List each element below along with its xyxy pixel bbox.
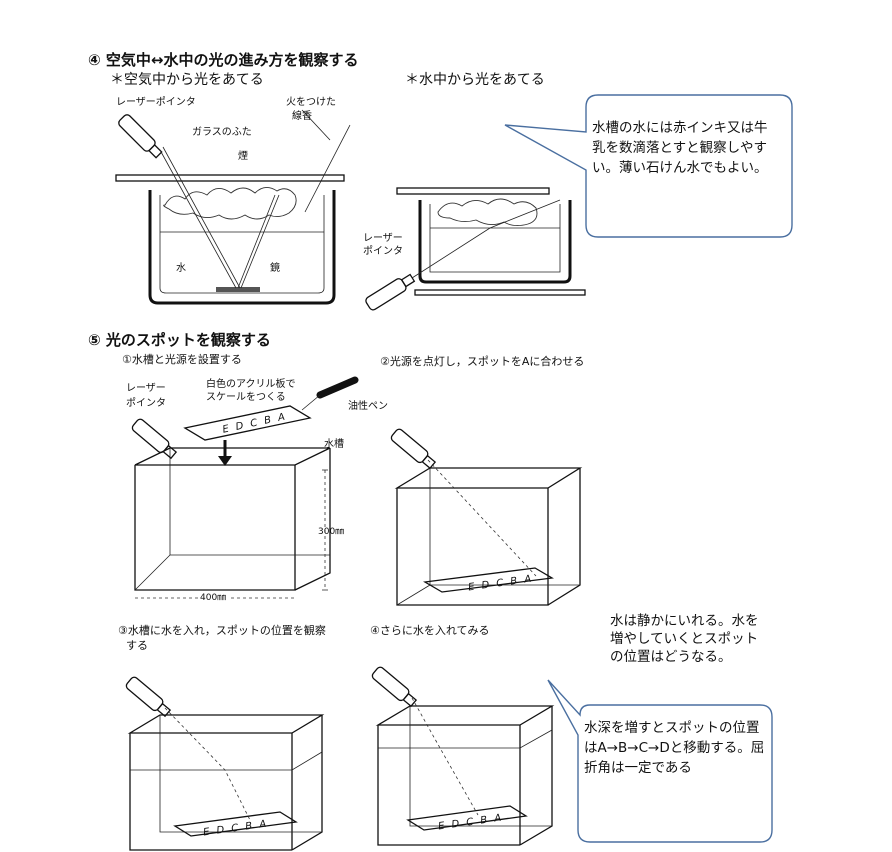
glass-lid	[115, 174, 345, 182]
label-laser: レーザーポインタ	[116, 97, 196, 108]
section4-heading: ④ 空気中↔水中の光の進み方を観察する	[88, 51, 359, 69]
label-incense-2: 線香	[292, 111, 312, 122]
section5-heading: ⑤ 光のスポットを観察する	[88, 331, 271, 349]
laser-pointer-1	[118, 114, 163, 159]
glass-lid-2	[396, 187, 550, 195]
label-laser5-2: ポインタ	[126, 398, 166, 409]
laser-pointer-2	[365, 273, 416, 311]
label-laser5-1: レーザー	[126, 383, 166, 394]
tank-wall	[148, 190, 336, 305]
section4-sub-right: ＊水中から光をあてる	[405, 72, 545, 88]
label-smoke: 煙	[238, 151, 248, 162]
label-water: 水	[176, 263, 186, 274]
step3-label-1: ③水槽に水を入れ，スポットの位置を観察	[118, 624, 326, 637]
tank-air-to-water	[115, 109, 351, 305]
label-laser2-2: ポインタ	[363, 246, 403, 257]
mirror	[216, 287, 260, 292]
label-width: 400㎜	[198, 592, 229, 605]
tank-step3	[125, 676, 325, 851]
label-tank: 水槽	[324, 439, 344, 450]
step1-label: ①水槽と光源を設置する	[122, 353, 242, 366]
label-height: 300㎜	[318, 527, 345, 537]
callout-text-1: 水槽の水には赤インキ又は牛乳を数滴落とすと観察しやすい。薄い石けん水でもよい。	[592, 120, 768, 176]
tank-step4	[371, 666, 555, 846]
label-mirror: 鏡	[270, 263, 280, 274]
step2-label: ②光源を点灯し，スポットをAに合わせる	[380, 355, 585, 368]
label-acrylic-1: 白色のアクリル板で	[206, 379, 296, 390]
step4-label: ④さらに水を入れてみる	[370, 624, 490, 637]
label-pen: 油性ペン	[348, 401, 388, 412]
tank-water-to-air	[365, 187, 586, 311]
label-incense-1: 火をつけた	[286, 97, 336, 108]
callout-text-2: 水深を増すとスポットの位置はA→B→C→Dと移動する。屈折角は一定である	[584, 720, 765, 776]
tank-step2	[390, 428, 583, 606]
tank-step1	[131, 376, 359, 599]
label-glass-lid: ガラスのふた	[192, 127, 252, 138]
note-text: 水は静かにいれる。水を増やしていくとスポットの位置はどうなる。	[610, 613, 759, 665]
step3-label-2: する	[126, 639, 148, 652]
callout-bubble-2	[547, 679, 773, 843]
callout-bubble-1	[504, 94, 793, 238]
label-acrylic-2: スケールをつくる	[206, 392, 286, 403]
section4-sub-left: ＊空気中から光をあてる	[110, 72, 264, 88]
label-laser2-1: レーザー	[363, 233, 403, 244]
